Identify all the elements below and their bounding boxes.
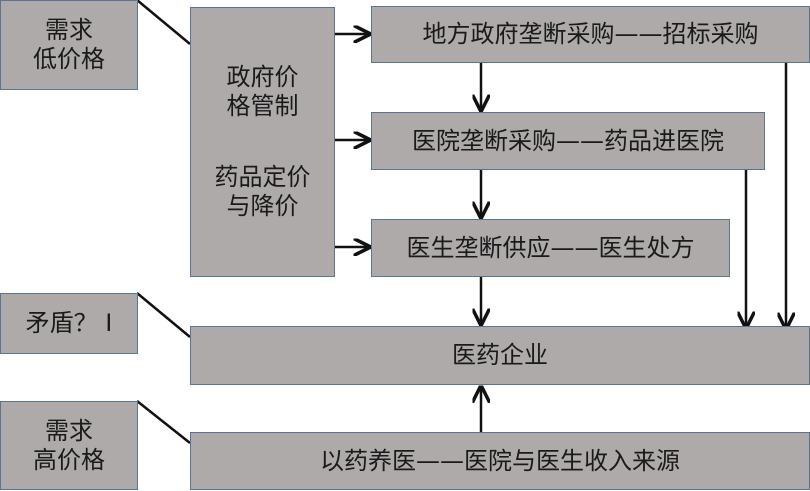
pharma-companies-label: 医药企业	[452, 341, 548, 370]
contradiction-label: 矛盾？ I	[25, 309, 113, 338]
local-gov-procurement-label: 地方政府垄断采购——招标采购	[422, 20, 759, 49]
demand-high-price-label: 需求 高价格	[33, 416, 105, 474]
demand-high-price-box: 需求 高价格	[0, 401, 138, 490]
doctor-supply-box: 医生垄断供应——医生处方	[371, 219, 730, 277]
connector-contradiction-to-pharma	[136, 292, 191, 338]
doctor-supply-label: 医生垄断供应——医生处方	[406, 233, 695, 262]
connector-demand-high-to-drug-funded	[136, 400, 191, 444]
pricing-and-cuts-label: 药品定价 与降价	[214, 163, 311, 220]
connector-demand-low-to-government	[136, 0, 191, 45]
hospital-procurement-box: 医院垄断采购——药品进医院	[371, 112, 765, 170]
price-control-label: 政府价 格管制	[226, 63, 299, 121]
demand-low-price-box: 需求 低价格	[0, 0, 138, 90]
drug-funded-medicine-label: 以药养医——医院与医生收入来源	[320, 446, 680, 475]
contradiction-box: 矛盾？ I	[0, 293, 138, 354]
government-box: 政府价 格管制 药品定价 与降价	[190, 7, 335, 277]
local-gov-procurement-box: 地方政府垄断采购——招标采购	[371, 6, 810, 63]
pharma-companies-box: 医药企业	[190, 326, 810, 385]
demand-low-price-label: 需求 低价格	[33, 16, 105, 73]
drug-funded-medicine-box: 以药养医——医院与医生收入来源	[190, 432, 810, 490]
hospital-procurement-label: 医院垄断采购——药品进医院	[412, 126, 724, 155]
